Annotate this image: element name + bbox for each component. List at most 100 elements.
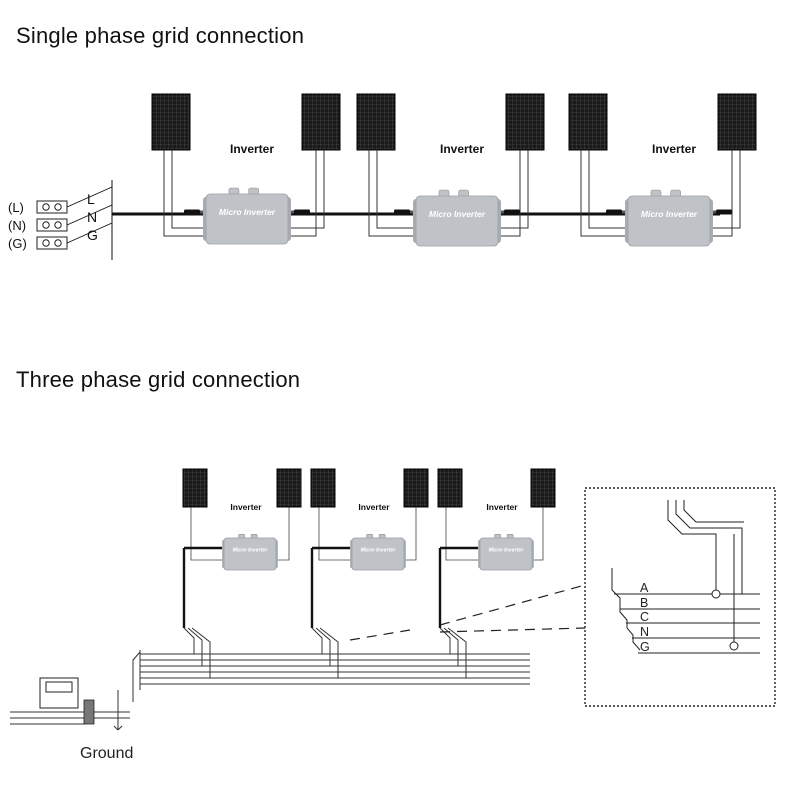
- drop-branches: [311, 627, 339, 678]
- inverter-body: [223, 537, 277, 571]
- inverter-label: Inverter: [486, 502, 518, 512]
- bus-feed: [132, 650, 141, 702]
- callout-line: [439, 584, 586, 626]
- solar-panel: [437, 468, 463, 508]
- micro-inverter: Micro Inverter: [222, 533, 278, 571]
- detail-phase-label: C: [640, 610, 649, 624]
- three-phase-title: Three phase grid connection: [16, 367, 301, 392]
- dc-connector: [184, 209, 200, 215]
- micro-inverter: Micro Inverter: [625, 189, 713, 247]
- detail-cable: [667, 500, 717, 594]
- meter-display: [45, 681, 73, 693]
- terminal-code: (N): [8, 218, 26, 233]
- inverter-label: Inverter: [358, 502, 390, 512]
- detail-phase-label: N: [640, 625, 649, 639]
- dc-connector-tip: [622, 210, 626, 214]
- drop-branches: [183, 627, 211, 678]
- detail-phase-label: B: [640, 596, 648, 610]
- terminal-screw: [42, 203, 50, 211]
- dc-lead: [163, 150, 214, 237]
- terminal-screw: [42, 239, 50, 247]
- dc-lead: [280, 150, 317, 237]
- solar-panel: [276, 468, 302, 508]
- dc-lead: [190, 507, 228, 561]
- solar-panel: [717, 93, 757, 151]
- solar-panel: [530, 468, 556, 508]
- dc-connector-tip: [200, 210, 204, 214]
- solar-panel: [568, 93, 608, 151]
- service-cable: [10, 711, 130, 725]
- solar-panel: [182, 468, 208, 508]
- dc-lead: [402, 507, 417, 561]
- ground-label: Ground: [80, 745, 133, 762]
- solar-panel: [505, 93, 545, 151]
- solar-panel: [310, 468, 336, 508]
- line-label: L: [87, 191, 95, 207]
- detail-junction: [711, 589, 721, 599]
- dc-lead: [318, 507, 356, 561]
- micro-inverter: Micro Inverter: [203, 187, 291, 245]
- inverter-device-label: Micro Inverter: [233, 547, 269, 553]
- inverter-device-label: Micro Inverter: [641, 209, 698, 219]
- dc-connector: [716, 209, 732, 215]
- inverter-device-label: Micro Inverter: [429, 209, 486, 219]
- breaker: [83, 699, 95, 725]
- solar-panel: [301, 93, 341, 151]
- inverter-body: [415, 195, 499, 247]
- terminal-wire: [66, 204, 113, 226]
- detail-phase-label: A: [640, 581, 649, 595]
- detail-junction: [729, 641, 739, 651]
- terminal-screw: [42, 221, 50, 229]
- callout-line: [439, 627, 586, 633]
- dc-lead: [368, 150, 424, 237]
- inverter-label: Inverter: [230, 502, 262, 512]
- terminal-block: [36, 218, 68, 232]
- dc-connector: [504, 209, 520, 215]
- dc-lead: [702, 150, 741, 229]
- solar-panel: [356, 93, 396, 151]
- detail-callout-box: [584, 487, 776, 707]
- solar-panel: [151, 93, 191, 151]
- inverter-label: Inverter: [230, 142, 274, 156]
- inverter-body: [627, 195, 711, 247]
- dc-connector-tip: [712, 210, 716, 214]
- dc-connector-tip: [410, 210, 414, 214]
- inverter-label: Inverter: [652, 142, 696, 156]
- dc-connector-tip: [500, 210, 504, 214]
- dc-connector: [394, 209, 410, 215]
- drop-branches: [439, 627, 467, 678]
- terminal-block: [36, 200, 68, 214]
- terminal-screw: [54, 239, 62, 247]
- inverter-body: [479, 537, 533, 571]
- terminal-screw: [54, 221, 62, 229]
- detail-branch: [611, 568, 641, 651]
- dc-connector: [606, 209, 622, 215]
- terminal-code: (L): [8, 200, 24, 215]
- terminal-block: [36, 236, 68, 250]
- dc-lead: [490, 150, 529, 229]
- terminal-code: (G): [8, 236, 27, 251]
- dc-connector-tip: [290, 210, 294, 214]
- terminal-wire: [66, 222, 113, 244]
- single-phase-diagram: (L) L (N) N (G) G Micro Inverter InverterMicro …: [8, 93, 757, 260]
- inverter-body: [351, 537, 405, 571]
- dc-lead: [274, 507, 290, 561]
- detail-cable: [675, 500, 743, 594]
- dc-lead: [588, 150, 636, 229]
- detail-cable: [683, 500, 744, 523]
- dc-lead: [171, 150, 214, 229]
- line-label: N: [87, 209, 97, 225]
- line-label: G: [87, 227, 98, 243]
- micro-inverter: Micro Inverter: [478, 533, 534, 571]
- dc-lead: [580, 150, 636, 237]
- single-phase-title: Single phase grid connection: [16, 23, 305, 48]
- inverter-device-label: Micro Inverter: [489, 547, 525, 553]
- ground-arrow: [113, 690, 123, 731]
- dc-lead: [445, 507, 484, 561]
- solar-panel: [403, 468, 429, 508]
- micro-inverter: Micro Inverter: [350, 533, 406, 571]
- detail-phase-label: G: [640, 640, 650, 654]
- dc-connector: [294, 209, 310, 215]
